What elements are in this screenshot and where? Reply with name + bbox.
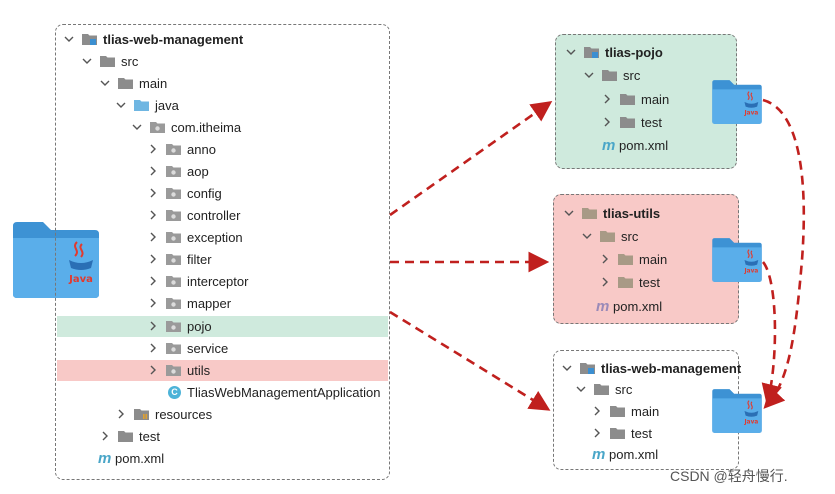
maven-icon: m	[596, 297, 610, 315]
package-label: pojo	[187, 318, 212, 334]
module-name: tlias-web-management	[601, 360, 742, 376]
maven-icon: m	[98, 449, 112, 467]
module-main-label: main	[639, 251, 668, 267]
module-panel-web: tlias-web-management src main test m pom…	[553, 350, 742, 470]
tree-node-main[interactable]: main	[56, 72, 389, 94]
tree-node-utils[interactable]: utils	[56, 359, 389, 381]
module-test[interactable]: test	[554, 271, 738, 293]
tree-node-mapper[interactable]: mapper	[56, 292, 389, 314]
tree-node-exception[interactable]: exception	[56, 226, 389, 248]
app-class-label: TliasWebManagementApplication	[187, 384, 381, 400]
module-src-label: src	[623, 67, 641, 83]
module-test-label: test	[639, 274, 660, 290]
tree-node-java[interactable]: java	[56, 94, 389, 116]
package-label: exception	[187, 229, 243, 245]
tree-node-controller[interactable]: controller	[56, 204, 389, 226]
module-src[interactable]: src	[556, 64, 736, 86]
maven-icon: m	[592, 445, 606, 463]
module-pom-label: pom.xml	[613, 298, 663, 314]
module-main[interactable]: main	[556, 88, 736, 110]
utils-highlight	[57, 360, 388, 381]
tree-node-service[interactable]: service	[56, 337, 389, 359]
arrow-pojo-to-web	[762, 98, 806, 409]
tree-node-filter[interactable]: filter	[56, 248, 389, 270]
tree-src-label: src	[121, 53, 139, 69]
watermark-text: CSDN @轻舟慢行.	[670, 468, 788, 484]
module-pom[interactable]: m pom.xml	[556, 134, 736, 156]
pojo-highlight	[57, 316, 388, 337]
package-label: controller	[187, 207, 241, 223]
module-src-label: src	[621, 228, 639, 244]
module-main-label: main	[631, 403, 660, 419]
module-src[interactable]: src	[554, 225, 738, 247]
module-main[interactable]: main	[554, 248, 738, 270]
arrow-utils-to-web	[761, 261, 782, 406]
module-main[interactable]: main	[554, 400, 738, 422]
package-label: filter	[187, 251, 212, 267]
tree-node-root[interactable]: tlias-web-management	[56, 28, 389, 50]
tree-node-package[interactable]: com.itheima	[56, 116, 389, 138]
tree-pom-label: pom.xml	[115, 450, 165, 466]
tree-node-src[interactable]: src	[56, 50, 389, 72]
package-label: utils	[187, 362, 211, 378]
module-test[interactable]: test	[556, 111, 736, 133]
module-test-label: test	[641, 114, 662, 130]
spring-class-icon: C	[168, 385, 181, 399]
package-label: aop	[187, 163, 209, 179]
tree-java-label: java	[155, 97, 179, 113]
package-label: interceptor	[187, 273, 249, 289]
package-label: anno	[187, 141, 216, 157]
package-label: mapper	[187, 295, 232, 311]
tree-resources-label: resources	[155, 406, 213, 422]
project-tree-panel: tlias-web-management src main java com.i…	[55, 24, 390, 480]
tree-node-pojo[interactable]: pojo	[56, 315, 389, 337]
tree-test-label: test	[139, 428, 160, 444]
module-src[interactable]: src	[554, 378, 738, 400]
module-pom[interactable]: m pom.xml	[554, 295, 738, 317]
maven-icon: m	[602, 136, 616, 154]
module-panel-utils: tlias-utils src main test m pom.xml	[553, 194, 739, 324]
module-root[interactable]: tlias-web-management	[554, 357, 742, 379]
arrow-to-web	[389, 310, 551, 411]
tree-root-label: tlias-web-management	[103, 31, 244, 47]
module-test[interactable]: test	[554, 422, 738, 444]
module-pom-label: pom.xml	[609, 446, 659, 462]
module-pom-label: pom.xml	[619, 137, 669, 153]
module-pom[interactable]: m pom.xml	[554, 443, 738, 465]
module-src-label: src	[615, 381, 633, 397]
tree-node-app-class[interactable]: C TliasWebManagementApplication	[56, 381, 389, 403]
tree-node-anno[interactable]: anno	[56, 138, 389, 160]
package-label: service	[187, 340, 229, 356]
tree-node-aop[interactable]: aop	[56, 160, 389, 182]
arrow-to-pojo	[389, 101, 553, 217]
module-root[interactable]: tlias-utils	[554, 202, 738, 224]
tree-node-pom[interactable]: m pom.xml	[56, 447, 389, 469]
package-label: config	[187, 185, 222, 201]
tree-node-config[interactable]: config	[56, 182, 389, 204]
tree-main-label: main	[139, 75, 168, 91]
tree-node-interceptor[interactable]: interceptor	[56, 270, 389, 292]
module-name: tlias-pojo	[605, 44, 663, 60]
tree-package-label: com.itheima	[171, 119, 242, 135]
tree-node-test[interactable]: test	[56, 425, 389, 447]
module-panel-pojo: tlias-pojo src main test m pom.xml	[555, 34, 737, 169]
module-root[interactable]: tlias-pojo	[556, 41, 736, 63]
module-main-label: main	[641, 91, 670, 107]
module-name: tlias-utils	[603, 205, 661, 221]
tree-node-resources[interactable]: resources	[56, 403, 389, 425]
module-test-label: test	[631, 425, 652, 441]
